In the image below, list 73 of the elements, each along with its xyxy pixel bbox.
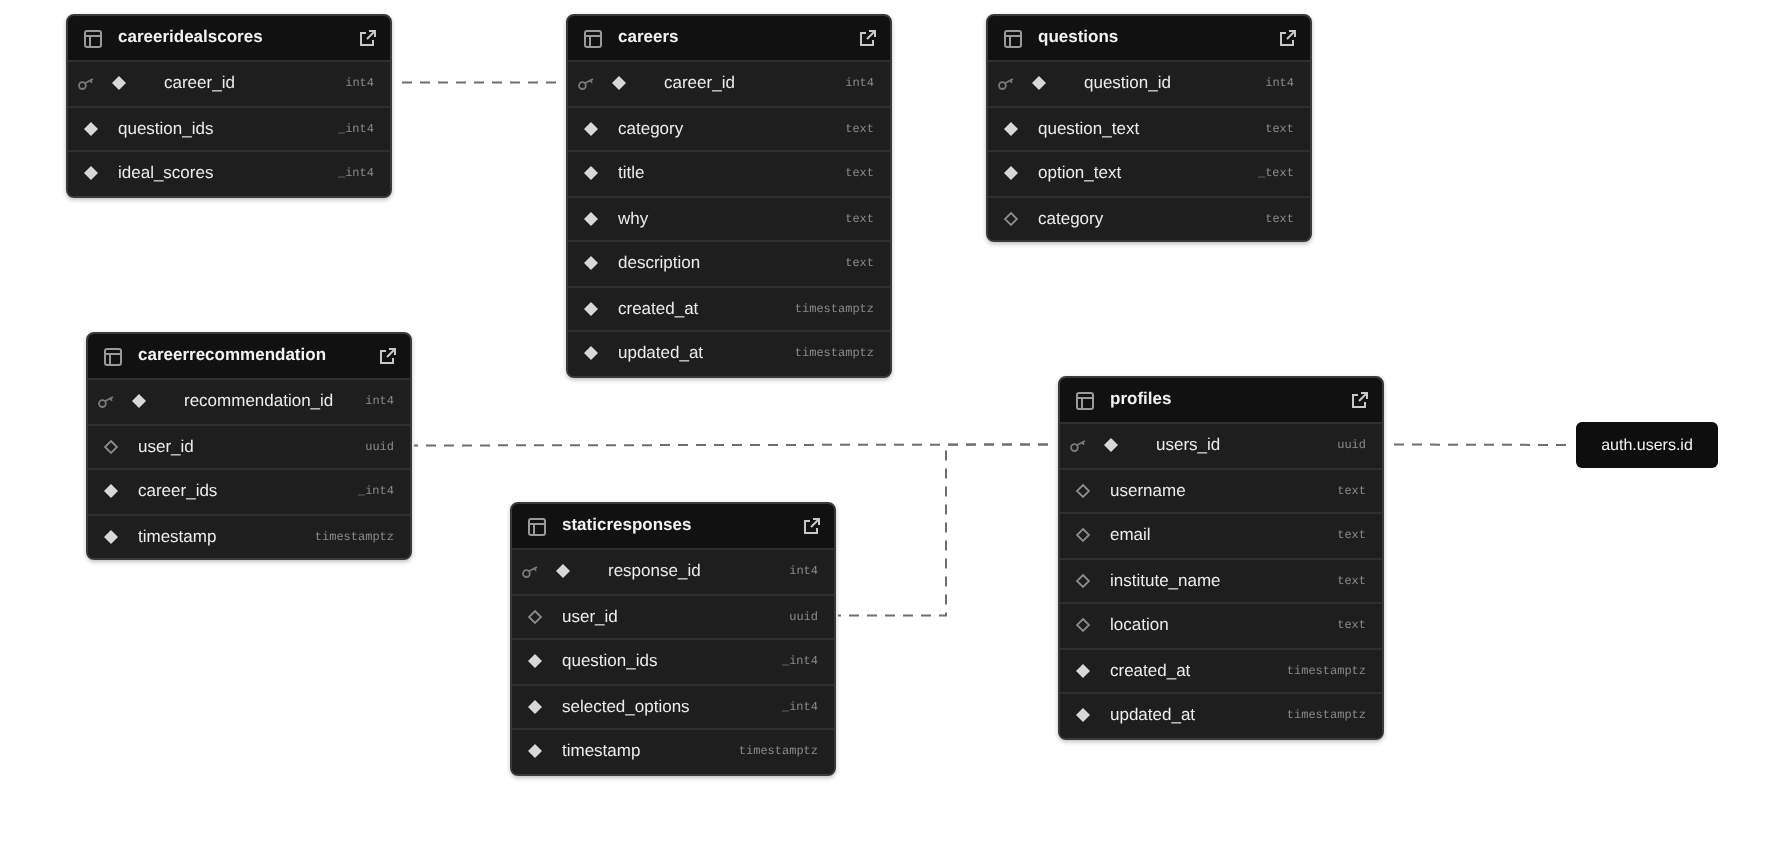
column-name: selected_options (562, 695, 690, 717)
column-name: career_id (664, 72, 735, 94)
column-row (1060, 692, 1382, 737)
column-name: timestamp (138, 525, 217, 547)
column-name: updated_at (618, 342, 704, 364)
column-row (88, 423, 410, 468)
column-row (1060, 467, 1382, 512)
column-row (988, 105, 1310, 150)
column-name: category (1038, 207, 1104, 229)
column-name: description (618, 252, 701, 274)
column-row (68, 150, 390, 195)
column-name: question_id (1084, 72, 1171, 94)
column-name: question_text (1038, 117, 1140, 139)
table-name: staticresponses (562, 514, 692, 536)
column-row (512, 548, 834, 593)
table-name: questions (1038, 26, 1119, 48)
table-card (86, 332, 412, 560)
column-row (88, 468, 410, 513)
column-row (1060, 557, 1382, 602)
table-name: careerrecommendation (138, 344, 327, 366)
column-row (512, 728, 834, 773)
column-name: institute_name (1110, 569, 1221, 591)
column-name: category (618, 117, 684, 139)
table-name: careers (618, 26, 679, 48)
column-row (568, 285, 890, 330)
column-row (568, 105, 890, 150)
column-name: updated_at (1110, 704, 1196, 726)
column-row (68, 60, 390, 105)
column-name: email (1110, 524, 1151, 546)
table-card (566, 14, 892, 377)
column-row (568, 240, 890, 285)
column-name: users_id (1156, 434, 1221, 456)
column-name: career_id (164, 72, 235, 94)
column-row (88, 378, 410, 423)
column-name: ideal_scores (118, 162, 214, 184)
table-card (1058, 376, 1384, 739)
column-name: recommendation_id (184, 390, 334, 412)
table-card (986, 14, 1312, 242)
column-row (988, 195, 1310, 240)
column-name: timestamp (562, 740, 641, 762)
column-name: created_at (618, 297, 699, 319)
column-row (988, 150, 1310, 195)
column-name: username (1110, 479, 1186, 501)
table-name: careeridealscores (118, 26, 263, 48)
column-row (568, 195, 890, 240)
column-name: question_ids (118, 117, 214, 139)
column-name: title (618, 162, 645, 184)
column-row (1060, 512, 1382, 557)
column-name: user_id (562, 605, 618, 627)
column-row (88, 513, 410, 558)
column-name: career_ids (138, 480, 218, 502)
column-name: question_ids (562, 650, 658, 672)
column-row (68, 105, 390, 150)
column-name: location (1110, 614, 1169, 636)
column-row (1060, 422, 1382, 467)
table-card (510, 502, 836, 775)
column-row (568, 60, 890, 105)
column-name: option_text (1038, 162, 1122, 184)
column-row (512, 638, 834, 683)
table-name: profiles (1110, 388, 1172, 410)
column-name: why (618, 207, 649, 229)
column-name: created_at (1110, 659, 1191, 681)
column-row (988, 60, 1310, 105)
column-row (568, 330, 890, 375)
table-card (66, 14, 392, 197)
column-row (512, 593, 834, 638)
column-row (1060, 647, 1382, 692)
column-row (512, 683, 834, 728)
column-name: response_id (608, 560, 701, 582)
column-name: user_id (138, 435, 194, 457)
column-row (1060, 602, 1382, 647)
reference-node: auth.users.id (1576, 422, 1718, 468)
column-row (568, 150, 890, 195)
